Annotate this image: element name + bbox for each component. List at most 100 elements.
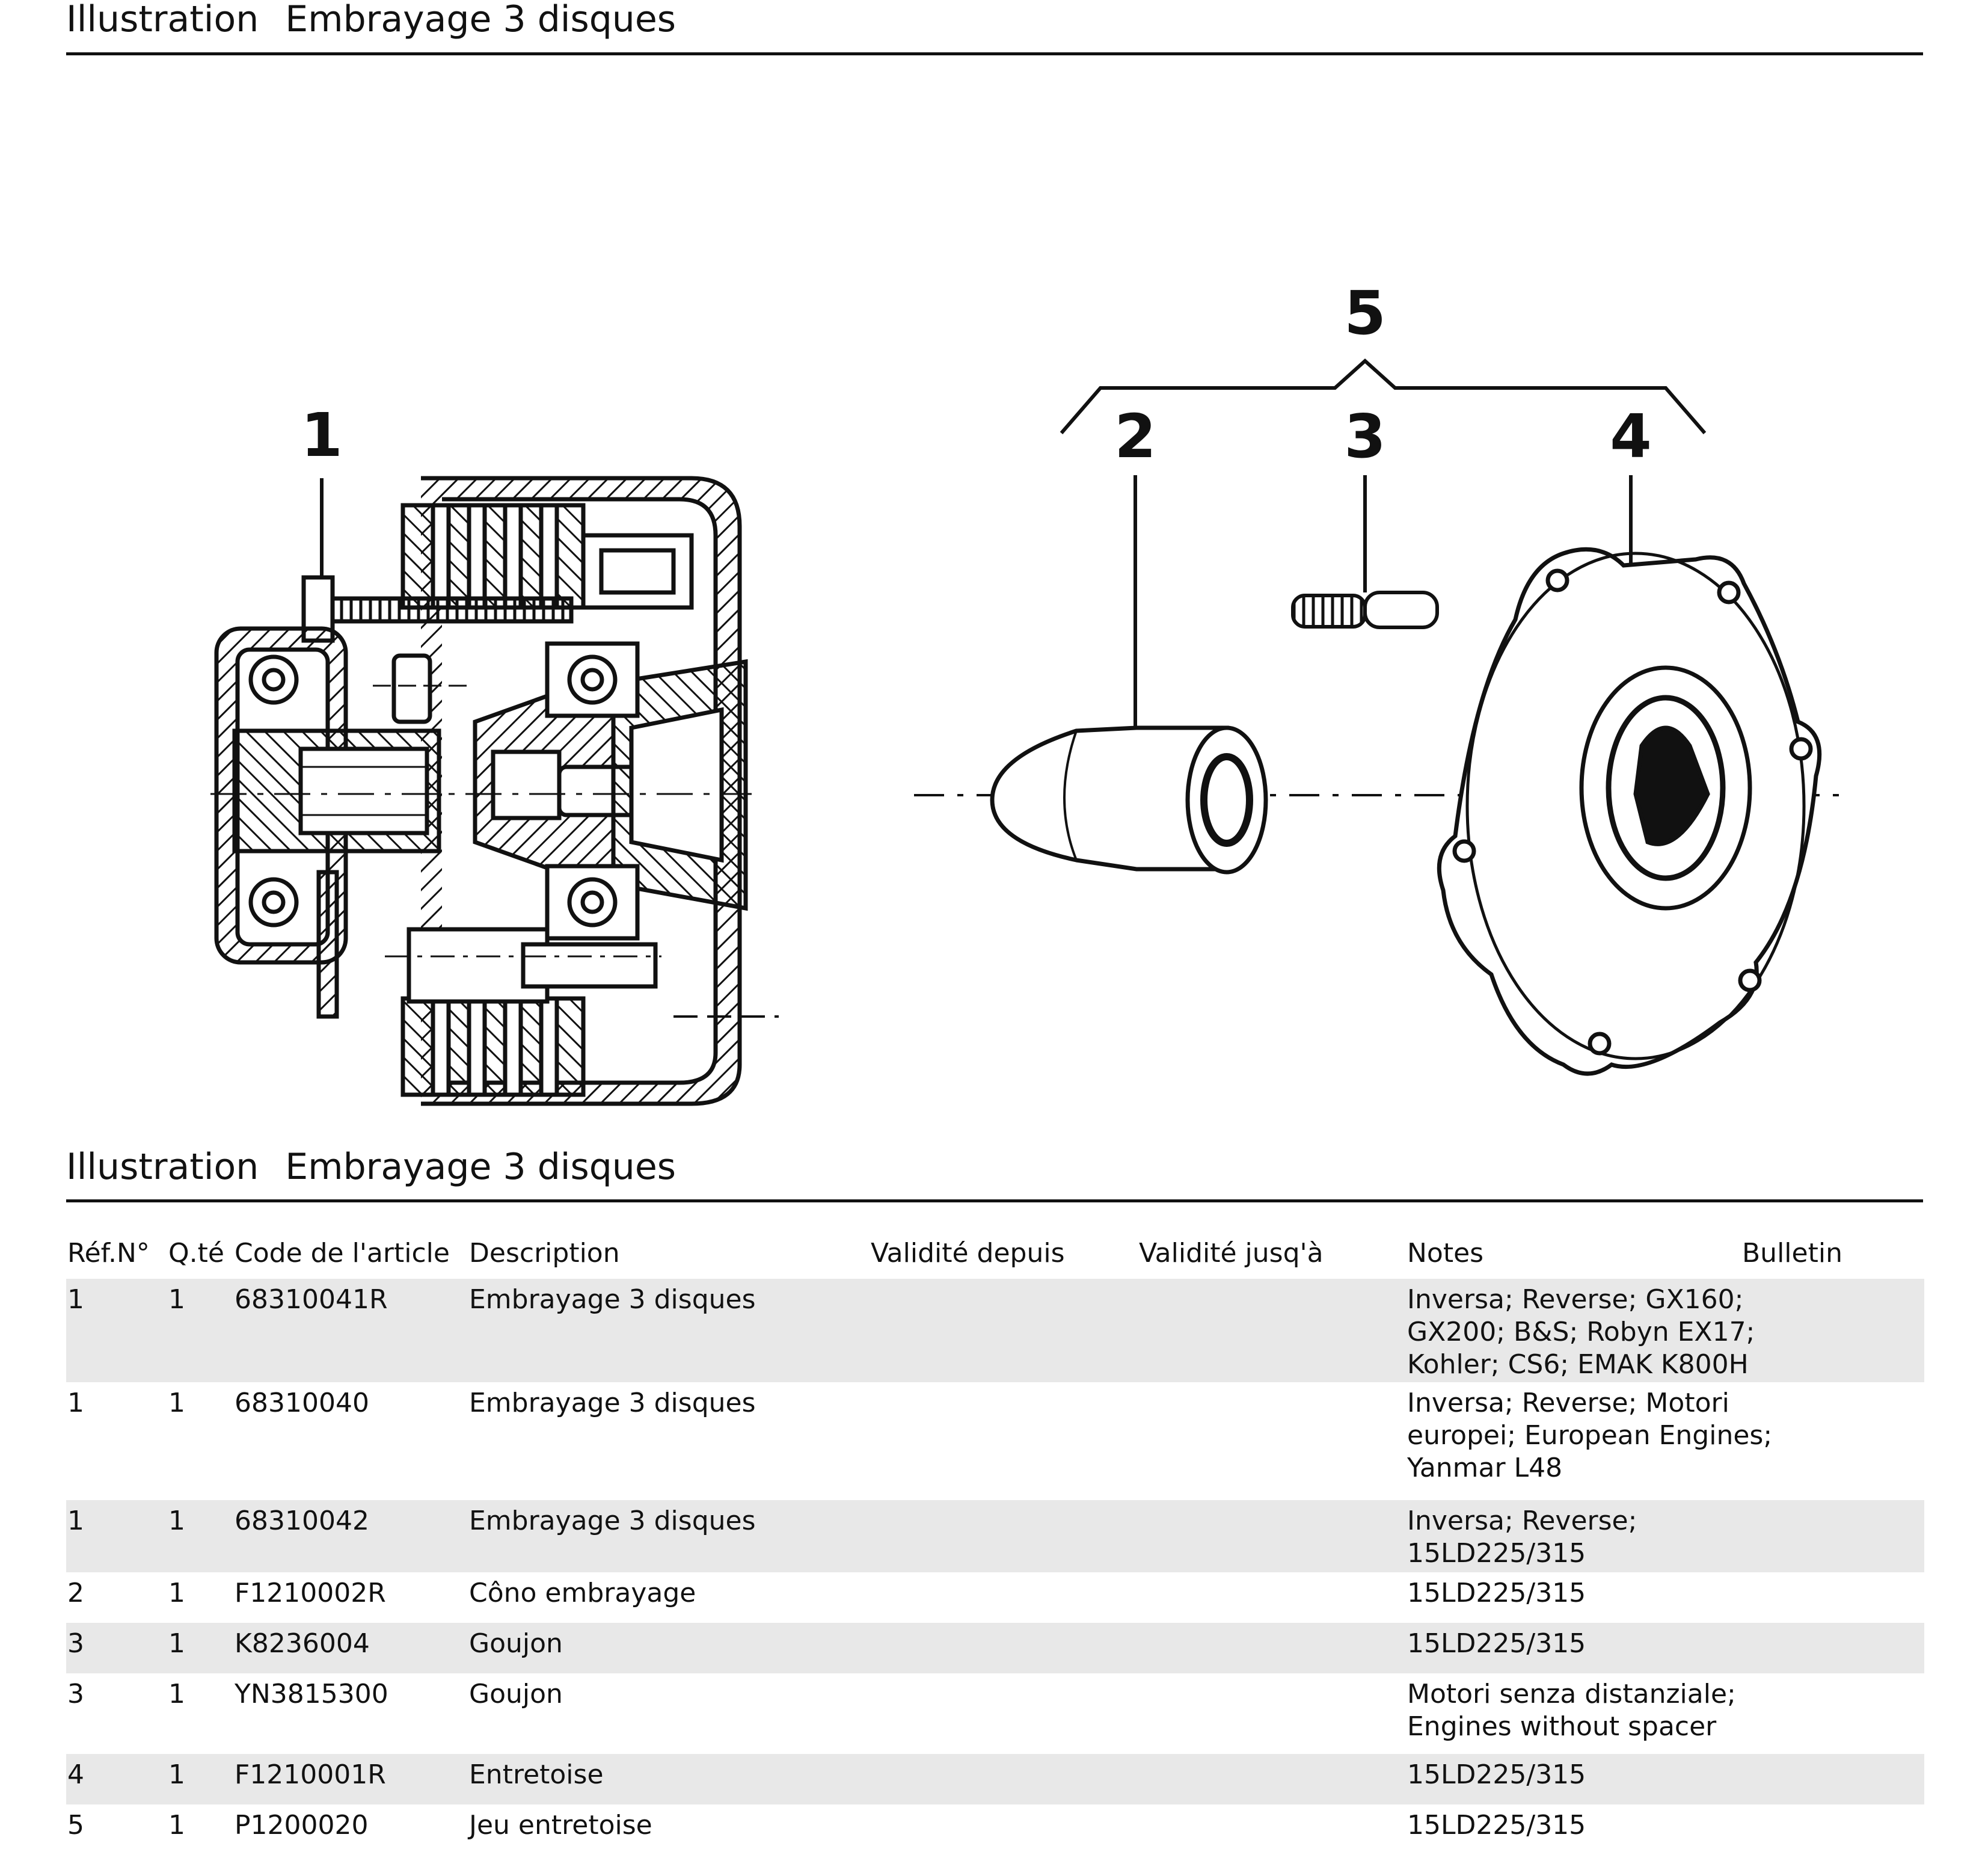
spacer-flange-part bbox=[1437, 547, 1822, 1076]
note-line: 15LD225/315 bbox=[1407, 1538, 1586, 1569]
cell-ref: 2 bbox=[67, 1578, 84, 1608]
column-header-ref: Réf.N° bbox=[67, 1237, 150, 1269]
cell-code: F1210002R bbox=[235, 1578, 386, 1608]
clutch-section-view bbox=[210, 476, 779, 1106]
cell-bulletin bbox=[1741, 1572, 1924, 1623]
table-row: 4 1 F1210001R Entretoise 15LD225/315 bbox=[66, 1754, 1924, 1804]
top-divider bbox=[66, 52, 1923, 55]
cell-code: K8236004 bbox=[233, 1623, 468, 1673]
cell-notes: Inversa; Reverse; 15LD225/315 bbox=[1406, 1500, 1741, 1572]
note-line: 15LD225/315 bbox=[1407, 1810, 1586, 1841]
cell-description: Embrayage 3 disques bbox=[469, 1388, 756, 1418]
exploded-parts-drawing: 1 2 3 4 5 bbox=[210, 278, 1840, 1106]
section-title-text: Embrayage 3 disques bbox=[285, 1146, 676, 1188]
page-title-text: Embrayage 3 disques bbox=[285, 0, 676, 40]
table-row: 1 1 68310040 Embrayage 3 disques Inversa… bbox=[66, 1382, 1924, 1500]
cell-qty: 1 bbox=[167, 1754, 233, 1804]
callout-4: 4 bbox=[1610, 401, 1652, 472]
cell-code: F1210001R bbox=[233, 1754, 468, 1804]
section-title: Illustration Embrayage 3 disques bbox=[66, 1140, 676, 1194]
cell-ref: 3 bbox=[66, 1623, 167, 1673]
cell-description: Embrayage 3 disques bbox=[468, 1279, 870, 1382]
table-row: 1 1 68310041R Embrayage 3 disques Invers… bbox=[66, 1279, 1924, 1382]
note-line: Motori senza distanziale; bbox=[1407, 1679, 1736, 1709]
cell-ref: 1 bbox=[67, 1388, 84, 1418]
parts-table: Réf.N° Q.té Code de l'article Descriptio… bbox=[66, 1227, 1924, 1855]
cell-qty: 1 bbox=[167, 1623, 233, 1673]
cell-valid-to bbox=[1138, 1572, 1406, 1623]
cell-qty: 1 bbox=[168, 1810, 185, 1841]
cell-valid-from bbox=[870, 1673, 1138, 1754]
cell-valid-to bbox=[1138, 1500, 1406, 1572]
cell-ref: 4 bbox=[66, 1754, 167, 1804]
column-header-valid-from: Validité depuis bbox=[871, 1237, 1065, 1269]
cell-code: YN3815300 bbox=[235, 1679, 388, 1709]
table-row: 1 1 68310042 Embrayage 3 disques Inversa… bbox=[66, 1500, 1924, 1572]
note-line: 15LD225/315 bbox=[1407, 1628, 1586, 1659]
cell-valid-to bbox=[1138, 1279, 1406, 1382]
table-header-row: Réf.N° Q.té Code de l'article Descriptio… bbox=[66, 1227, 1924, 1279]
cell-qty: 1 bbox=[168, 1679, 185, 1709]
callout-5: 5 bbox=[1344, 278, 1386, 348]
cell-description: Goujon bbox=[469, 1679, 563, 1709]
cell-description: Entretoise bbox=[468, 1754, 870, 1804]
cell-notes: 15LD225/315 bbox=[1406, 1623, 1741, 1673]
cell-code: 68310041R bbox=[233, 1279, 468, 1382]
cell-valid-to bbox=[1138, 1623, 1406, 1673]
cell-ref: 5 bbox=[67, 1810, 84, 1841]
table-row: 3 1 YN3815300 Goujon Motori senza distan… bbox=[66, 1673, 1924, 1754]
cell-valid-from bbox=[870, 1623, 1138, 1673]
cell-qty: 1 bbox=[168, 1578, 185, 1608]
column-header-description: Description bbox=[469, 1237, 620, 1269]
cell-notes: Inversa; Reverse; Motori europei; Europe… bbox=[1406, 1382, 1773, 1500]
cell-bulletin bbox=[1741, 1754, 1924, 1804]
cell-bulletin bbox=[1741, 1500, 1924, 1572]
cell-code: P1200020 bbox=[235, 1810, 369, 1841]
note-line: GX200; B&S; Robyn EX17; bbox=[1407, 1317, 1755, 1347]
section-title-label: Illustration bbox=[66, 1146, 259, 1188]
cell-valid-to bbox=[1138, 1754, 1406, 1804]
cell-valid-from bbox=[870, 1382, 1138, 1500]
cell-description: Côno embrayage bbox=[469, 1578, 696, 1608]
cell-ref: 1 bbox=[66, 1279, 167, 1382]
cell-bulletin bbox=[1741, 1804, 1924, 1855]
note-line: europei; European Engines; bbox=[1407, 1420, 1773, 1451]
cell-bulletin bbox=[1741, 1279, 1924, 1382]
callout-2: 2 bbox=[1114, 401, 1156, 472]
note-line: 15LD225/315 bbox=[1407, 1759, 1586, 1790]
cone-sleeve-part bbox=[990, 725, 1268, 875]
cell-qty: 1 bbox=[167, 1279, 233, 1382]
cell-valid-from bbox=[870, 1500, 1138, 1572]
cell-description: Embrayage 3 disques bbox=[468, 1500, 870, 1572]
callout-leaders bbox=[320, 358, 1707, 728]
section-divider bbox=[66, 1199, 1923, 1202]
cell-qty: 1 bbox=[168, 1388, 185, 1418]
stud-part bbox=[1291, 591, 1439, 629]
cell-description: Goujon bbox=[468, 1623, 870, 1673]
table-row: 2 1 F1210002R Côno embrayage 15LD225/315 bbox=[66, 1572, 1924, 1623]
cell-ref: 1 bbox=[66, 1500, 167, 1572]
cell-valid-to bbox=[1138, 1382, 1406, 1500]
note-line: Kohler; CS6; EMAK K800H bbox=[1407, 1349, 1749, 1380]
cell-valid-to bbox=[1138, 1673, 1406, 1754]
table-row: 5 1 P1200020 Jeu entretoise 15LD225/315 bbox=[66, 1804, 1924, 1855]
cell-code: 68310040 bbox=[235, 1388, 369, 1418]
cell-bulletin bbox=[1741, 1623, 1924, 1673]
callout-3: 3 bbox=[1344, 401, 1386, 472]
cell-bulletin bbox=[1741, 1673, 1924, 1754]
note-line: Engines without spacer bbox=[1407, 1711, 1717, 1742]
column-header-notes: Notes bbox=[1407, 1237, 1484, 1269]
note-line: Inversa; Reverse; Motori bbox=[1407, 1388, 1729, 1418]
column-header-code: Code de l'article bbox=[235, 1237, 450, 1269]
column-header-bulletin: Bulletin bbox=[1742, 1237, 1842, 1269]
cell-notes: 15LD225/315 bbox=[1406, 1572, 1741, 1623]
cell-valid-from bbox=[870, 1754, 1138, 1804]
column-header-valid-to: Validité jusq'à bbox=[1139, 1237, 1324, 1269]
cell-notes: 15LD225/315 bbox=[1406, 1754, 1741, 1804]
cell-description: Jeu entretoise bbox=[469, 1810, 652, 1841]
cell-notes: Motori senza distanziale; Engines withou… bbox=[1406, 1673, 1741, 1754]
cell-notes: 15LD225/315 bbox=[1406, 1804, 1741, 1855]
table-row: 3 1 K8236004 Goujon 15LD225/315 bbox=[66, 1623, 1924, 1673]
cell-valid-to bbox=[1138, 1804, 1406, 1855]
